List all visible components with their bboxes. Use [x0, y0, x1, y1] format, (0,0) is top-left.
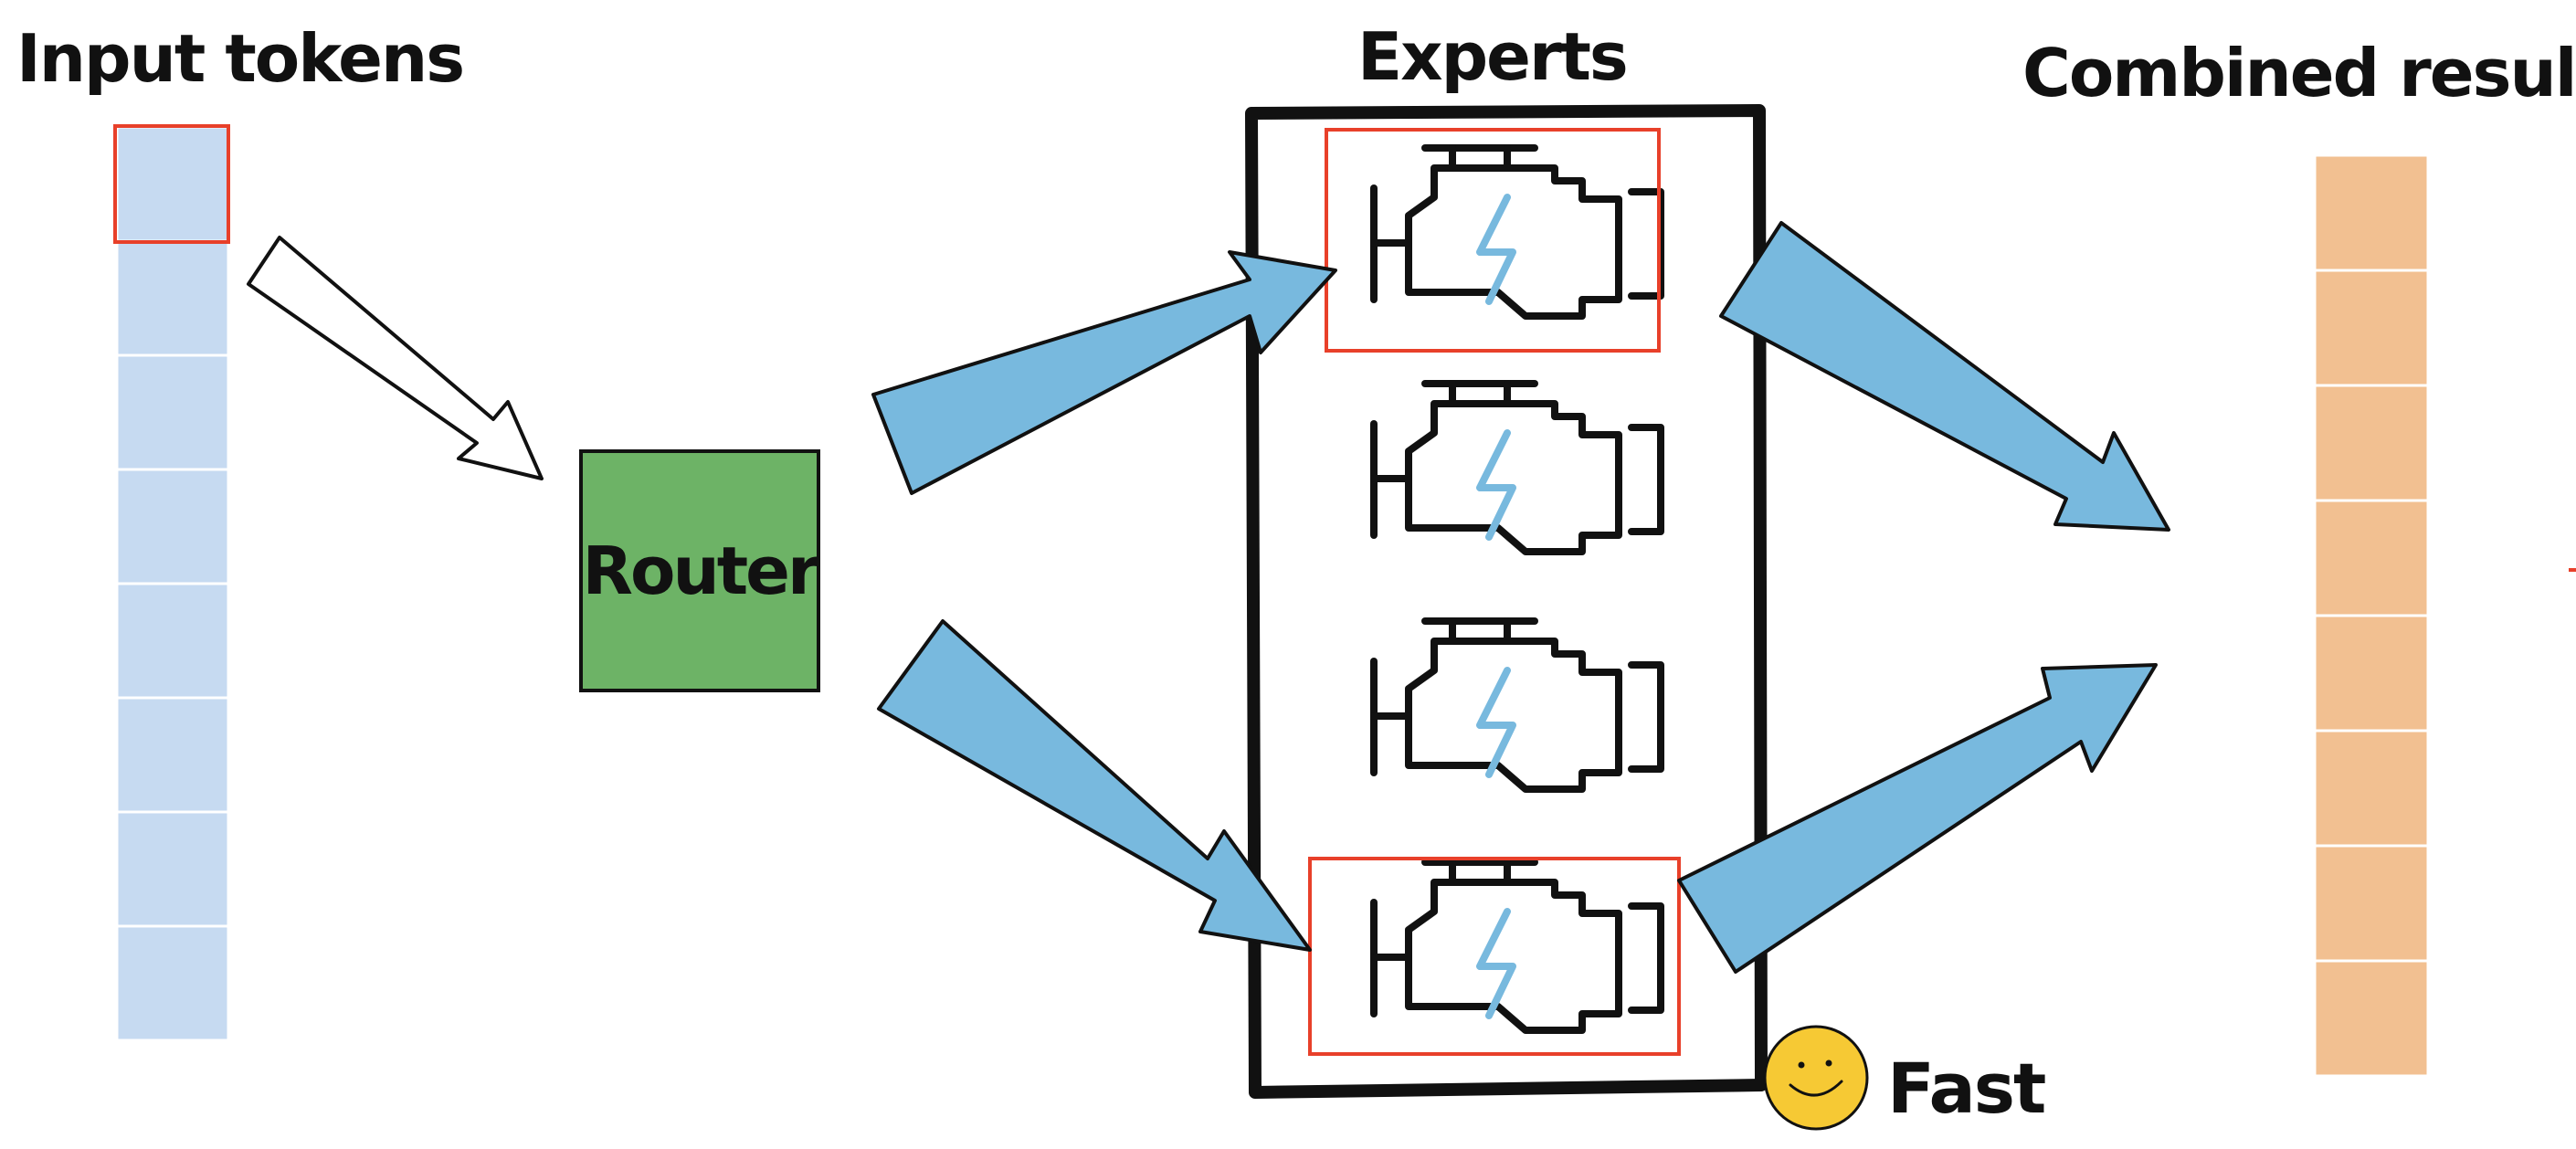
- expert-1-to-results-arrow: [1719, 221, 2170, 532]
- experts-group: [1308, 128, 1681, 1056]
- input-token-column: [113, 124, 230, 1042]
- router-to-expert-1-arrow: [871, 250, 1337, 495]
- input-tokens-title: Input tokens: [16, 20, 465, 97]
- smiley-face-icon: [1763, 1025, 1869, 1131]
- expert: [1370, 380, 1664, 555]
- input-token-cell: [115, 239, 230, 357]
- router-label: Router: [582, 532, 820, 609]
- expert: [1370, 144, 1664, 320]
- engine-icon: [1370, 859, 1664, 1034]
- fast-label: Fast: [1887, 1048, 2046, 1129]
- experts-container: [1245, 104, 1768, 1099]
- combined-result-cell: [2313, 384, 2430, 502]
- token-to-router-arrow: [247, 236, 544, 480]
- expert-4-to-results-arrow: [1677, 663, 2158, 974]
- combined-result-cell: [2313, 269, 2430, 387]
- selected-token-highlight: [113, 124, 230, 244]
- experts-title: Experts: [1357, 18, 1629, 95]
- input-token-cell: [115, 468, 230, 585]
- expert: [1370, 859, 1664, 1034]
- combined-results-title: Combined results: [2022, 35, 2576, 111]
- input-token-cell: [115, 125, 230, 243]
- input-token-cell: [115, 353, 230, 471]
- expert: [1370, 617, 1664, 793]
- input-token-cell: [115, 696, 230, 814]
- combined-result-cell: [2313, 614, 2430, 733]
- engine-icon: [1370, 380, 1664, 555]
- combined-result-cell: [2313, 499, 2430, 617]
- selected-expert-highlight: [1325, 128, 1661, 353]
- router-to-expert-4-arrow: [877, 619, 1312, 952]
- selected-expert-highlight: [1308, 857, 1681, 1056]
- combined-result-cell: [2313, 959, 2430, 1078]
- combined-result-cell: [2313, 153, 2430, 272]
- input-token-cell: [115, 810, 230, 928]
- input-token-cell: [115, 924, 230, 1042]
- combined-result-cell: [2313, 844, 2430, 963]
- engine-icon: [1370, 617, 1664, 793]
- combined-result-cell: [2313, 729, 2430, 848]
- input-token-cell: [115, 582, 230, 700]
- router-box: [579, 449, 820, 692]
- combined-results-column: [2313, 153, 2430, 1078]
- engine-icon: [1370, 144, 1664, 320]
